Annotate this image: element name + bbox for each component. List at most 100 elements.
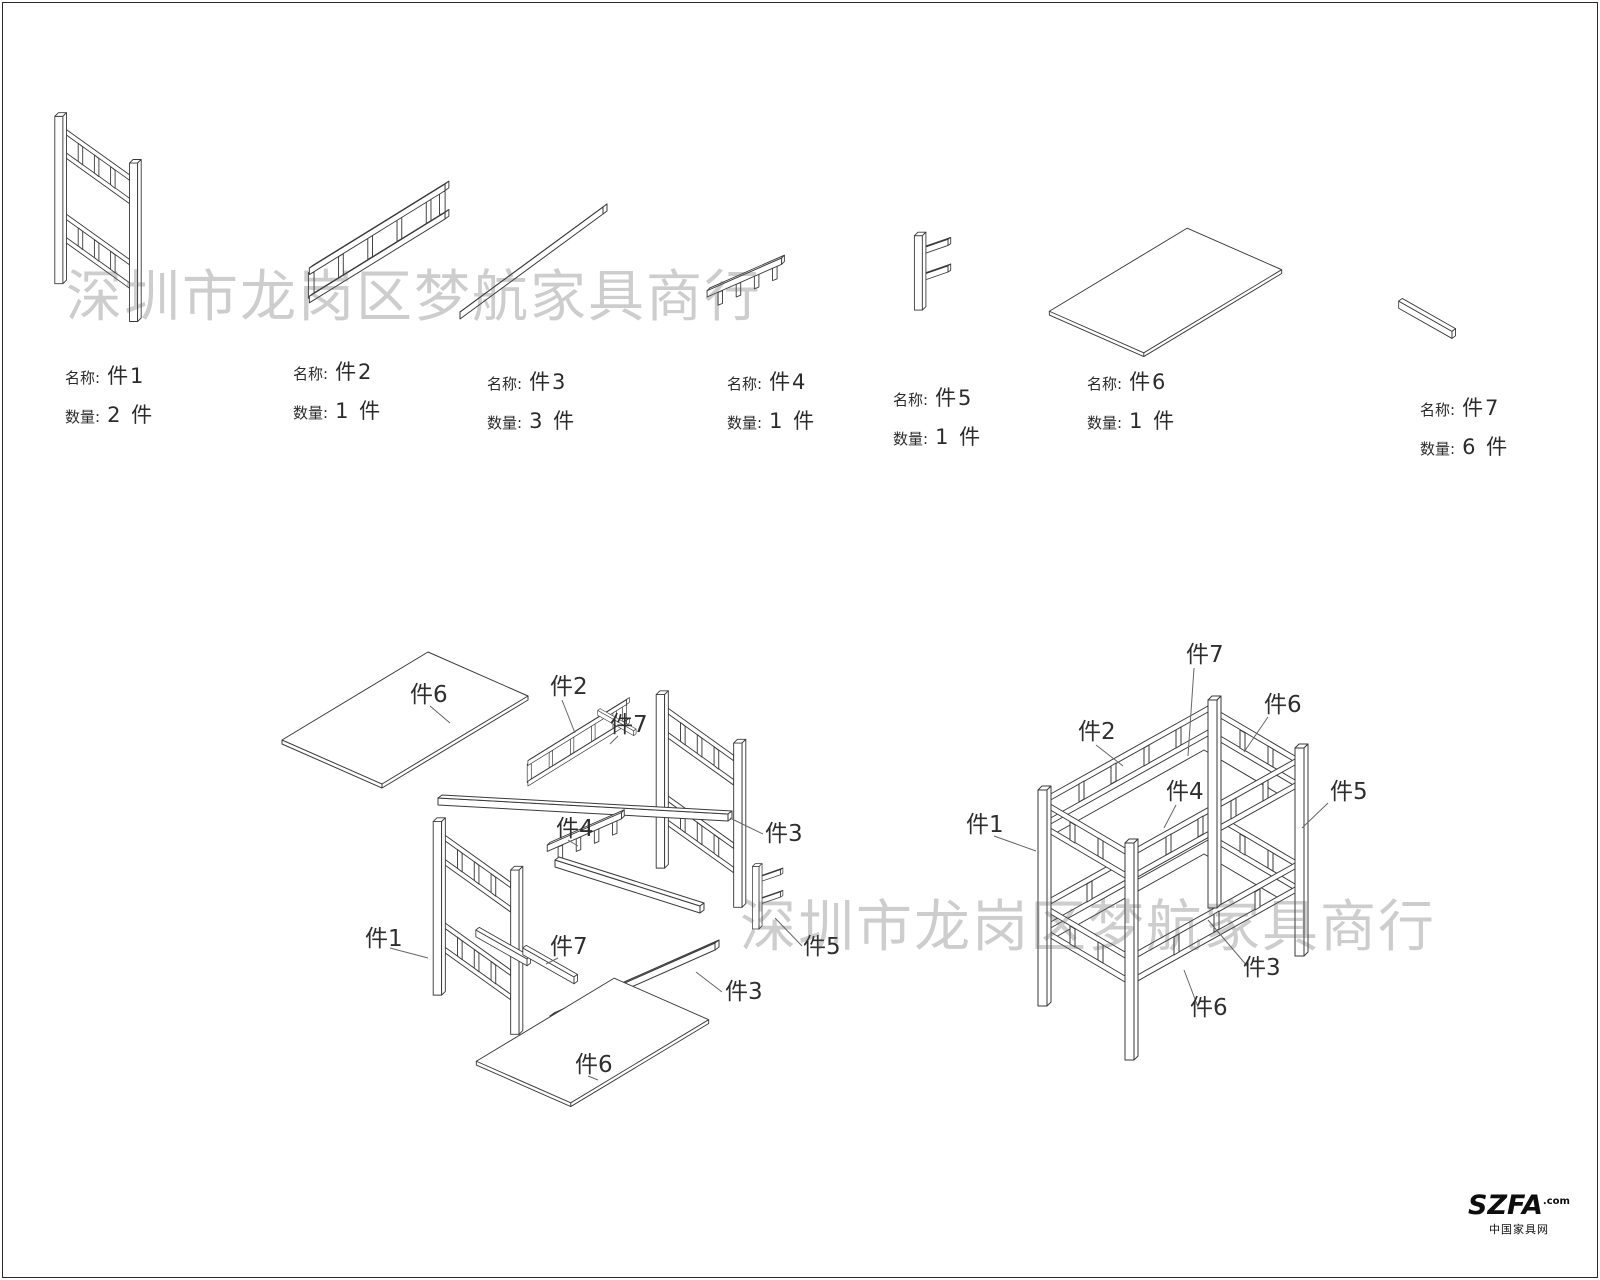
part-qty: 6 件 [1462, 435, 1510, 459]
end-frame-shape [55, 113, 141, 322]
leader-line [545, 957, 559, 965]
leader-line [389, 947, 429, 959]
logo-caption: 中国家具网 [1488, 1223, 1549, 1236]
qty-key: 数量: [65, 408, 101, 426]
part-name: 件7 [1462, 396, 1501, 420]
qty-key: 数量: [1087, 414, 1123, 432]
part-6-drawing [1038, 216, 1293, 364]
slat-shape [1173, 933, 1180, 956]
slat-shape [1078, 780, 1085, 803]
part-name: 件2 [335, 360, 374, 384]
part-5-drawing [902, 222, 964, 322]
post-shape [1037, 789, 1048, 1007]
leader-line [729, 817, 764, 835]
name-key: 名称: [293, 365, 329, 383]
callout-label: 件3 [765, 821, 803, 847]
callout-label: 件5 [803, 934, 841, 960]
slat-shape [1097, 941, 1104, 964]
leader-line [609, 735, 619, 745]
qty-key: 数量: [487, 414, 523, 432]
leader-line [567, 839, 579, 847]
szfa-logo: SZFA.com 中国家具网 [1468, 1192, 1570, 1237]
name-key: 名称: [727, 375, 763, 393]
part-3-label: 名称: 件3 数量: 3 件 [487, 366, 576, 444]
part-name: 件3 [529, 370, 568, 394]
guard-rail-shape [308, 181, 448, 303]
slat-shape [1069, 821, 1076, 844]
slat-shape [1213, 910, 1220, 933]
bed-board-shape [1049, 228, 1281, 356]
short-slat-shape [1399, 298, 1456, 338]
leader-line [1163, 804, 1177, 829]
callout-label: 件7 [550, 934, 588, 960]
logo-brand-text: SZFA [1468, 1190, 1543, 1221]
callout-label: 件6 [1264, 692, 1302, 718]
slat-shape [1230, 797, 1237, 820]
qty-key: 数量: [1420, 440, 1456, 458]
post-shape [1207, 699, 1218, 909]
post-shape [1133, 838, 1139, 1061]
leader-line [1187, 667, 1195, 757]
post-shape [1303, 743, 1309, 957]
long-beam-shape [554, 856, 705, 907]
slat-shape [1165, 833, 1172, 856]
name-key: 名称: [487, 375, 523, 393]
part-qty: 1 件 [1129, 409, 1177, 433]
callout-label: 件1 [966, 812, 1004, 838]
post-shape [1216, 695, 1222, 909]
callout-label: 件3 [725, 979, 763, 1005]
part-qty: 1 件 [335, 399, 383, 423]
leader-line [561, 699, 576, 734]
exploded-view: 件6 件2 件7 件4 件3 件1 件7 件5 件3 件6 [281, 651, 841, 1108]
part-4-drawing [698, 242, 798, 322]
long-beam-shape [554, 859, 701, 914]
long-beam-shape [460, 204, 607, 319]
callout-label: 件5 [1330, 779, 1368, 805]
slat-shape [1262, 779, 1269, 802]
part-qty: 3 件 [529, 409, 577, 433]
part-3-drawing [448, 192, 618, 327]
long-beam-shape [714, 939, 720, 951]
end-frame-shape [432, 817, 524, 1035]
slat-shape [1239, 729, 1246, 752]
part-2-drawing [296, 168, 466, 333]
leader-line [587, 1075, 599, 1081]
part-2-label: 名称: 件2 数量: 1 件 [293, 356, 382, 434]
post-shape [1294, 747, 1305, 957]
leader-line [1243, 716, 1269, 753]
callout-label: 件4 [1166, 779, 1204, 805]
callout-label: 件4 [556, 816, 594, 842]
slat-shape [1239, 833, 1246, 856]
name-key: 名称: [893, 391, 929, 409]
name-key: 名称: [65, 369, 101, 387]
leader-line [429, 705, 451, 724]
part-6-label: 名称:件6 数量:1 件 [1087, 366, 1176, 444]
assembled-view: 件7 件6 件2 件4 件5 件1 件3 件6 [966, 642, 1368, 1061]
part-name: 件4 [769, 370, 808, 394]
leader-line [1183, 969, 1199, 1008]
part-name: 件1 [107, 364, 146, 388]
slat-shape [1267, 745, 1274, 768]
callout-label: 件2 [1078, 719, 1116, 745]
part-qty: 1 件 [935, 425, 983, 449]
slat-shape [1069, 925, 1076, 948]
qty-key: 数量: [727, 414, 763, 432]
callout-label: 件6 [575, 1052, 613, 1078]
bracket-post-shape [752, 863, 784, 930]
slat-shape [1110, 762, 1117, 785]
callout-label: 件7 [610, 712, 648, 738]
slat-shape [1086, 880, 1093, 903]
qty-key: 数量: [293, 404, 329, 422]
end-frame-shape [655, 690, 747, 908]
slat-shape [1267, 849, 1274, 872]
logo-suffix: .com [1542, 1196, 1570, 1207]
post-shape [1124, 842, 1135, 1061]
leader-line [774, 917, 803, 947]
slat-shape [1254, 888, 1261, 911]
leader-line [1095, 744, 1124, 767]
logo-brand: SZFA.com [1468, 1192, 1570, 1219]
slat-shape [1175, 726, 1182, 749]
guard-rail-shape [526, 697, 630, 787]
pegged-rail-shape [707, 255, 784, 305]
